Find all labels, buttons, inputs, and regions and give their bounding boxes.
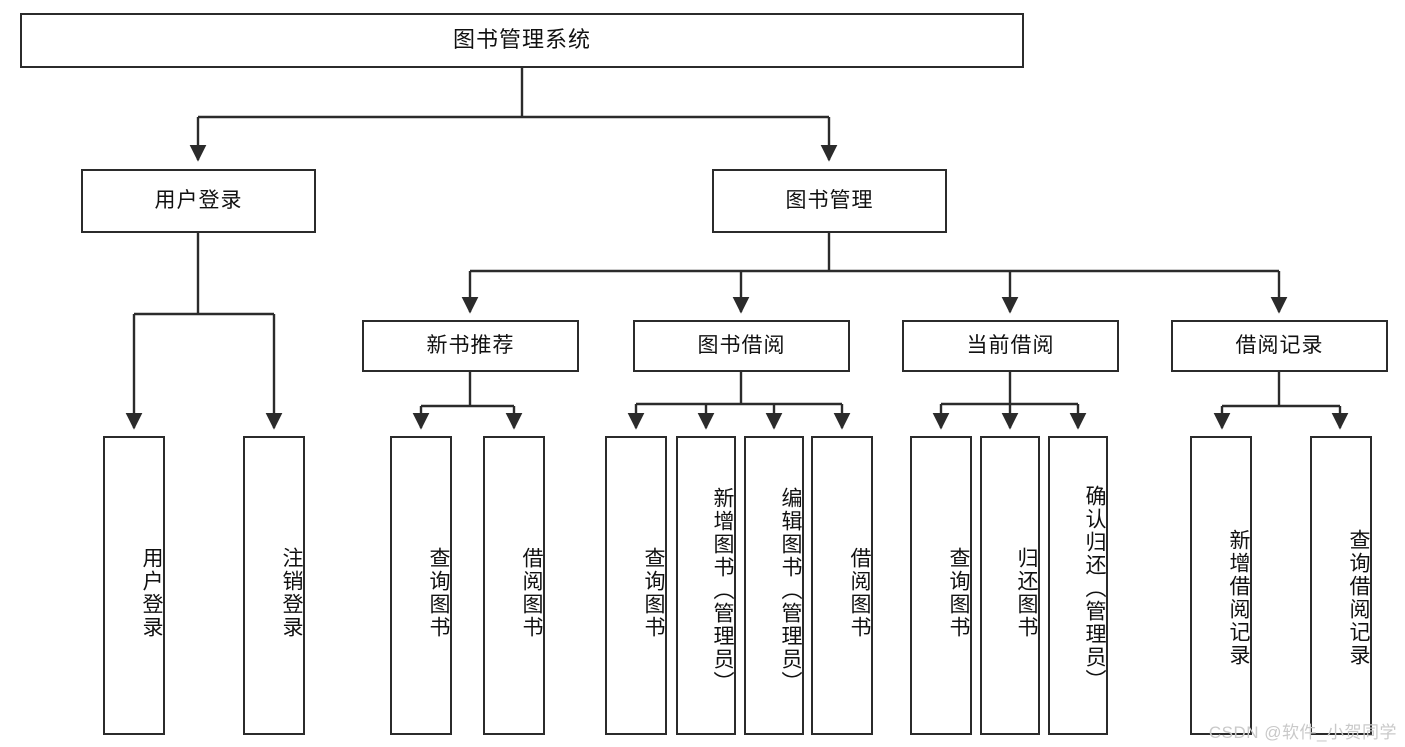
leaf-query-record[interactable]: 查询借阅记录: [1310, 436, 1372, 735]
leaf-query-book-3[interactable]: 查询图书: [910, 436, 972, 735]
node-book-borrow[interactable]: 图书借阅: [633, 320, 850, 372]
node-root[interactable]: 图书管理系统: [20, 13, 1024, 68]
leaf-return-book[interactable]: 归还图书: [980, 436, 1040, 735]
node-new-book-rec[interactable]: 新书推荐: [362, 320, 579, 372]
leaf-user-login[interactable]: 用户登录: [103, 436, 165, 735]
csdn-watermark: CSDN @软件_小贺同学: [1208, 723, 1397, 742]
leaf-confirm-return[interactable]: 确认归还（管理员）: [1048, 436, 1108, 735]
leaf-edit-book[interactable]: 编辑图书（管理员）: [744, 436, 804, 735]
leaf-borrow-book-2[interactable]: 借阅图书: [811, 436, 873, 735]
node-user-login[interactable]: 用户登录: [81, 169, 316, 233]
leaf-add-book[interactable]: 新增图书（管理员）: [676, 436, 736, 735]
node-borrow-record[interactable]: 借阅记录: [1171, 320, 1388, 372]
leaf-logout-login[interactable]: 注销登录: [243, 436, 305, 735]
leaf-query-book-1[interactable]: 查询图书: [390, 436, 452, 735]
node-current-borrow[interactable]: 当前借阅: [902, 320, 1119, 372]
leaf-query-book-2[interactable]: 查询图书: [605, 436, 667, 735]
leaf-borrow-book-1[interactable]: 借阅图书: [483, 436, 545, 735]
leaf-add-record[interactable]: 新增借阅记录: [1190, 436, 1252, 735]
node-book-manage[interactable]: 图书管理: [712, 169, 947, 233]
